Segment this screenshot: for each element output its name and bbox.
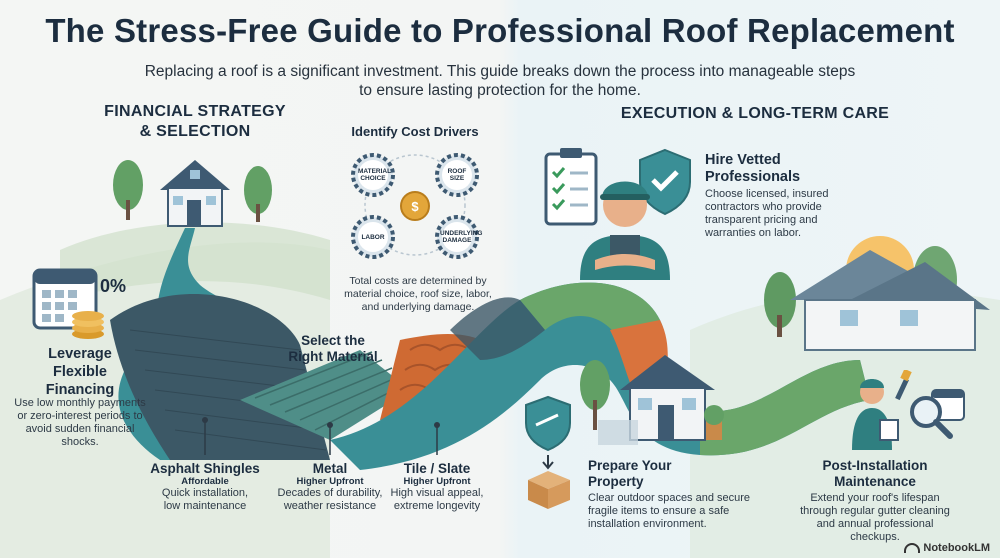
coin-symbol: $ [411,199,419,214]
financing-title-line1: Leverage [48,346,112,362]
coin-stack-icon [72,311,104,339]
brand-label: NotebookLM [904,542,990,554]
left-section-heading-line2: & SELECTION [139,123,251,140]
financing-title-line3: Financing [45,382,115,398]
material-desc-line1: Quick installation, [161,487,249,499]
material-cost: Higher Upfront [296,476,364,487]
gear-label-labor: LABOR [361,234,385,241]
hire-title: Hire Vetted Professionals [705,152,815,186]
notebook-logo-icon [904,543,921,554]
post-install-title-line1: Post-Installation [822,458,928,473]
shield-check-icon [639,148,691,216]
magnifier-icon [910,396,953,439]
financing-description: Use low monthly payments or zero-interes… [14,397,146,448]
select-material-title: Select the Right Material [268,333,398,365]
box-icon [528,471,570,509]
hire-title-line2: Professionals [705,169,801,185]
house-with-new-roof-icon [790,250,990,351]
prepare-title-line2: Property [588,474,644,489]
contractor-figure [580,181,670,280]
page-title: The Stress-Free Guide to Professional Ro… [45,12,955,49]
prepare-title-line1: Prepare Your [588,458,672,473]
house-icon [113,160,272,227]
select-material-line2: Right Material [288,349,378,364]
financing-calendar-icon [32,268,104,339]
post-install-title-line2: Maintenance [834,474,916,489]
cost-drivers-diagram [351,153,479,259]
shield-icon [525,395,571,452]
maintenance-illustration [852,370,965,450]
select-material-line1: Select the [301,333,365,348]
material-metal: Metal Higher Upfront Decades of durabili… [262,461,398,513]
material-desc-line1: High visual appeal, [390,487,484,499]
right-section-heading: EXECUTION & LONG-TERM CARE [620,105,890,122]
material-desc-line2: weather resistance [283,500,377,512]
material-desc-line2: extreme longevity [393,500,481,512]
prepare-title: Prepare Your Property [588,458,698,490]
contractor-illustration [544,148,691,280]
prepare-description: Clear outdoor spaces and secure fragile … [588,492,751,530]
zero-percent-badge: 0% [100,276,127,296]
post-install-title: Post-Installation Maintenance [790,458,960,490]
prepare-house-icon [580,355,724,445]
gear-label-roof-size: ROOF SIZE [447,168,467,182]
worker-figure [852,379,899,450]
brand-text: NotebookLM [923,542,990,554]
material-desc-line1: Decades of durability, [277,487,383,499]
material-tile: Tile / Slate Higher Upfront High visual … [372,461,502,513]
cost-drivers-description: Total costs are determined by material c… [344,275,492,313]
post-install-description: Extend your roof's lifespan through regu… [800,492,950,543]
material-desc-line2: low maintenance [163,500,247,512]
paintbrush-icon [895,370,912,401]
material-name: Tile / Slate [403,461,471,476]
material-name: Metal [312,461,348,476]
material-cost: Affordable [181,476,229,487]
gear-label-material: MATERIAL CHOICE [358,168,392,182]
material-cost: Higher Upfront [403,476,471,487]
hire-title-line1: Hire Vetted [705,152,781,168]
gear-label-damage: UNDERLYING DAMAGE [440,230,483,244]
dollar-coin-icon [400,191,430,221]
page-subtitle: Replacing a roof is a significant invest… [144,63,856,99]
arrow-down-icon [542,455,554,470]
material-asphalt: Asphalt Shingles Affordable Quick instal… [135,461,275,513]
prepare-icons [525,395,571,509]
hire-description: Choose licensed, insured contractors who… [705,188,829,239]
checklist-clipboard-icon [544,148,598,226]
cost-drivers-title: Identify Cost Drivers [351,124,479,139]
material-name: Asphalt Shingles [150,461,260,476]
left-section-heading: FINANCIAL STRATEGY & SELECTION [100,102,290,142]
financing-title-line2: Flexible [53,364,107,380]
left-section-heading-line1: FINANCIAL STRATEGY [104,103,286,120]
financing-title: Leverage Flexible Financing [20,345,140,399]
